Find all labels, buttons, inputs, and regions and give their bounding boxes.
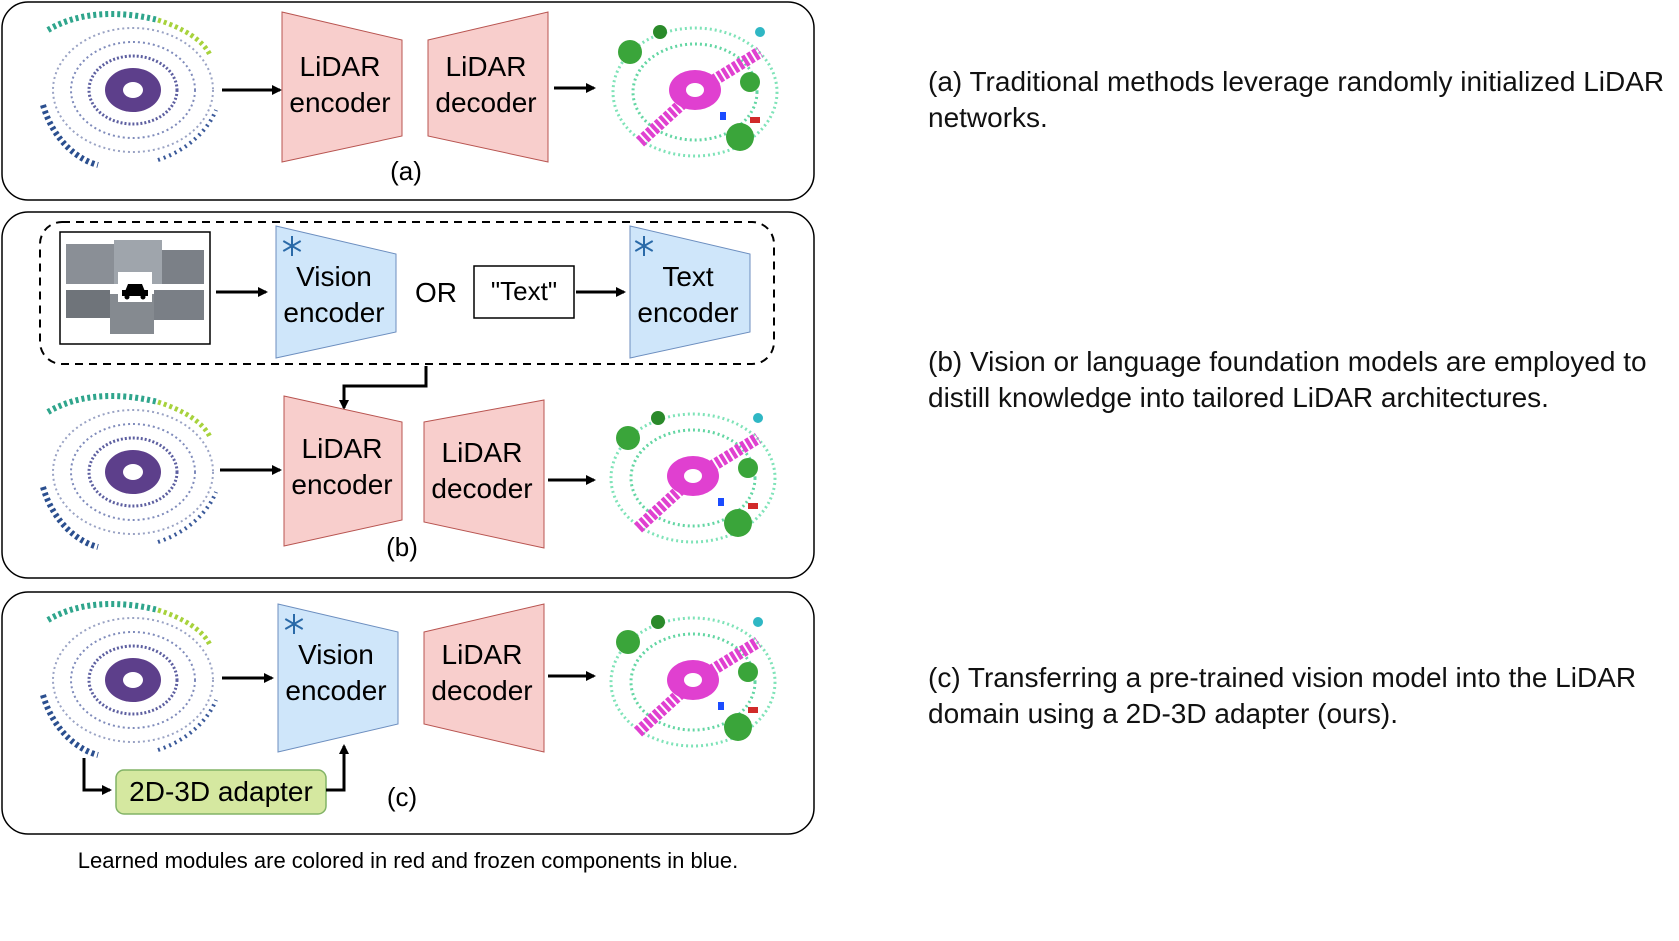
lidar-encoder-block xyxy=(281,11,403,163)
vision-encoder-label-line2: encoder xyxy=(283,297,384,328)
lidar-encoder-label-line1: LiDAR xyxy=(300,51,381,82)
vision-encoder-block xyxy=(277,603,399,753)
lidar-input-pointcloud xyxy=(38,10,218,170)
method-comparison-diagram: LiDAR encoder LiDAR decoder (a) Vision e… xyxy=(1,1,815,873)
panel-c-label: (c) xyxy=(387,782,417,812)
segmented-output-pointcloud xyxy=(598,602,778,762)
panel-a: LiDAR encoder LiDAR decoder (a) xyxy=(1,1,815,201)
lidar-encoder-label-line2: encoder xyxy=(289,87,390,118)
or-label: OR xyxy=(415,277,457,308)
lidar-decoder-block xyxy=(423,603,545,753)
lidar-input-pointcloud xyxy=(38,392,218,552)
text-encoder-label-line1: Text xyxy=(662,261,714,292)
adapter-output-arrow xyxy=(326,744,349,792)
segmented-output-pointcloud xyxy=(600,12,780,172)
multi-camera-image xyxy=(59,231,211,345)
lidar-encoder-block xyxy=(283,395,403,547)
lidar-decoder-label-line2: decoder xyxy=(431,675,532,706)
lidar-decoder-label-line1: LiDAR xyxy=(442,437,523,468)
panel-a-label: (a) xyxy=(390,156,422,186)
text-prompt-box xyxy=(473,265,575,319)
foundation-model-group xyxy=(39,221,775,365)
segmented-output-pointcloud xyxy=(598,398,778,558)
adapter-label: 2D-3D adapter xyxy=(129,776,313,807)
adapter-block xyxy=(115,769,327,815)
vision-encoder-label-line2: encoder xyxy=(285,675,386,706)
panel-b-label: (b) xyxy=(386,532,418,562)
lidar-decoder-label-line2: decoder xyxy=(435,87,536,118)
lidar-input-pointcloud xyxy=(38,600,218,760)
legend-caption: Learned modules are colored in red and f… xyxy=(78,848,738,873)
text-encoder-label-line2: encoder xyxy=(637,297,738,328)
description-a: (a) Traditional methods leverage randoml… xyxy=(928,66,1665,133)
description-b: (b) Vision or language foundation models… xyxy=(928,346,1647,413)
text-prompt-label: "Text" xyxy=(491,276,557,306)
lidar-encoder-label-line1: LiDAR xyxy=(302,433,383,464)
vision-encoder-label-line1: Vision xyxy=(298,639,374,670)
lidar-decoder-label-line1: LiDAR xyxy=(442,639,523,670)
description-c: (c) Transferring a pre-trained vision mo… xyxy=(928,662,1637,729)
panel-b: Vision encoder OR "Text" Text encoder Li… xyxy=(1,211,815,579)
lidar-decoder-label-line2: decoder xyxy=(431,473,532,504)
lidar-decoder-block xyxy=(427,11,549,163)
lidar-encoder-label-line2: encoder xyxy=(291,469,392,500)
adapter-input-arrow xyxy=(82,758,112,795)
vision-encoder-label-line1: Vision xyxy=(296,261,372,292)
lidar-decoder-label-line1: LiDAR xyxy=(446,51,527,82)
lidar-decoder-block xyxy=(423,399,545,549)
panel-c: Vision encoder LiDAR decoder 2D-3D adapt… xyxy=(1,591,815,835)
vision-encoder-block xyxy=(275,225,397,359)
text-encoder-block xyxy=(629,225,751,359)
distill-arrow xyxy=(339,366,428,410)
